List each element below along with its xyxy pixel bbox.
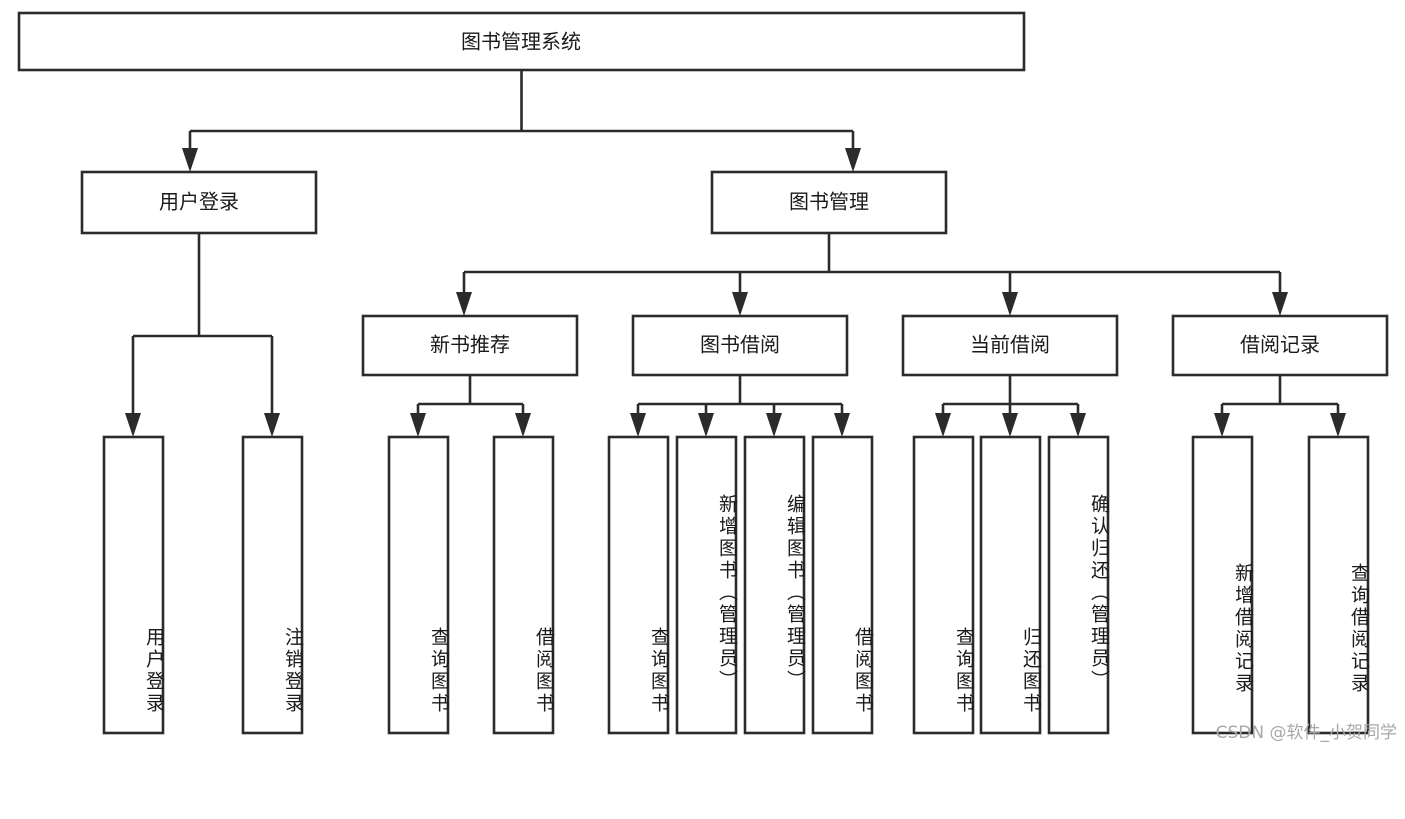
leaf-box[interactable] [1047,435,1110,735]
connector-bookborrow-to-leaves [630,375,850,437]
connector-newbook-to-leaves [410,375,531,437]
leaf-box[interactable] [241,435,304,735]
node-current-borrow-label: 当前借阅 [970,333,1050,357]
connector-root-to-level2 [182,70,861,172]
leaf-boxes-new-book-recommend [387,435,555,735]
node-user-login-label: 用户登录 [159,190,239,214]
leaf-boxes-book-borrow [607,435,874,735]
leaf-box[interactable] [1307,435,1370,735]
node-new-book-recommend-label: 新书推荐 [430,333,510,357]
leaf-box[interactable] [492,435,555,735]
node-new-book-recommend[interactable]: 新书推荐 [361,314,579,377]
leaf-box[interactable] [979,435,1042,735]
leaf-box[interactable] [387,435,450,735]
node-borrow-record[interactable]: 借阅记录 [1171,314,1389,377]
leaf-box[interactable] [607,435,670,735]
node-book-borrow[interactable]: 图书借阅 [631,314,849,377]
leaf-box[interactable] [811,435,874,735]
connector-bookmgmt-to-level3 [456,233,1288,316]
node-root[interactable]: 图书管理系统 [17,11,1026,72]
node-book-borrow-label: 图书借阅 [700,333,780,357]
flowchart-canvas: 图书管理系统 用户登录 图书管理 新书推荐 图书借阅 当前借阅 借阅记录 [17,11,1397,743]
node-root-label: 图书管理系统 [461,30,581,54]
flowchart-svg: 图书管理系统 用户登录 图书管理 新书推荐 图书借阅 当前借阅 借阅记录 [17,11,1389,735]
leaf-boxes-borrow-record [1191,435,1370,735]
watermark: CSDN @软件_小贺同学 [1215,723,1397,743]
node-book-management[interactable]: 图书管理 [710,170,948,235]
node-user-login[interactable]: 用户登录 [80,170,318,235]
leaf-box[interactable] [102,435,165,735]
leaf-boxes-user-login [102,435,304,735]
leaf-box[interactable] [743,435,806,735]
node-current-borrow[interactable]: 当前借阅 [901,314,1119,377]
leaf-boxes-current-borrow [912,435,1110,735]
node-borrow-record-label: 借阅记录 [1240,333,1320,357]
leaf-box[interactable] [675,435,738,735]
connector-currentborrow-to-leaves [935,375,1086,437]
connector-borrowrecord-to-leaves [1214,375,1346,437]
node-book-management-label: 图书管理 [789,190,869,214]
leaf-box[interactable] [912,435,975,735]
leaf-box[interactable] [1191,435,1254,735]
connector-userlogin-to-leaves [125,233,280,437]
